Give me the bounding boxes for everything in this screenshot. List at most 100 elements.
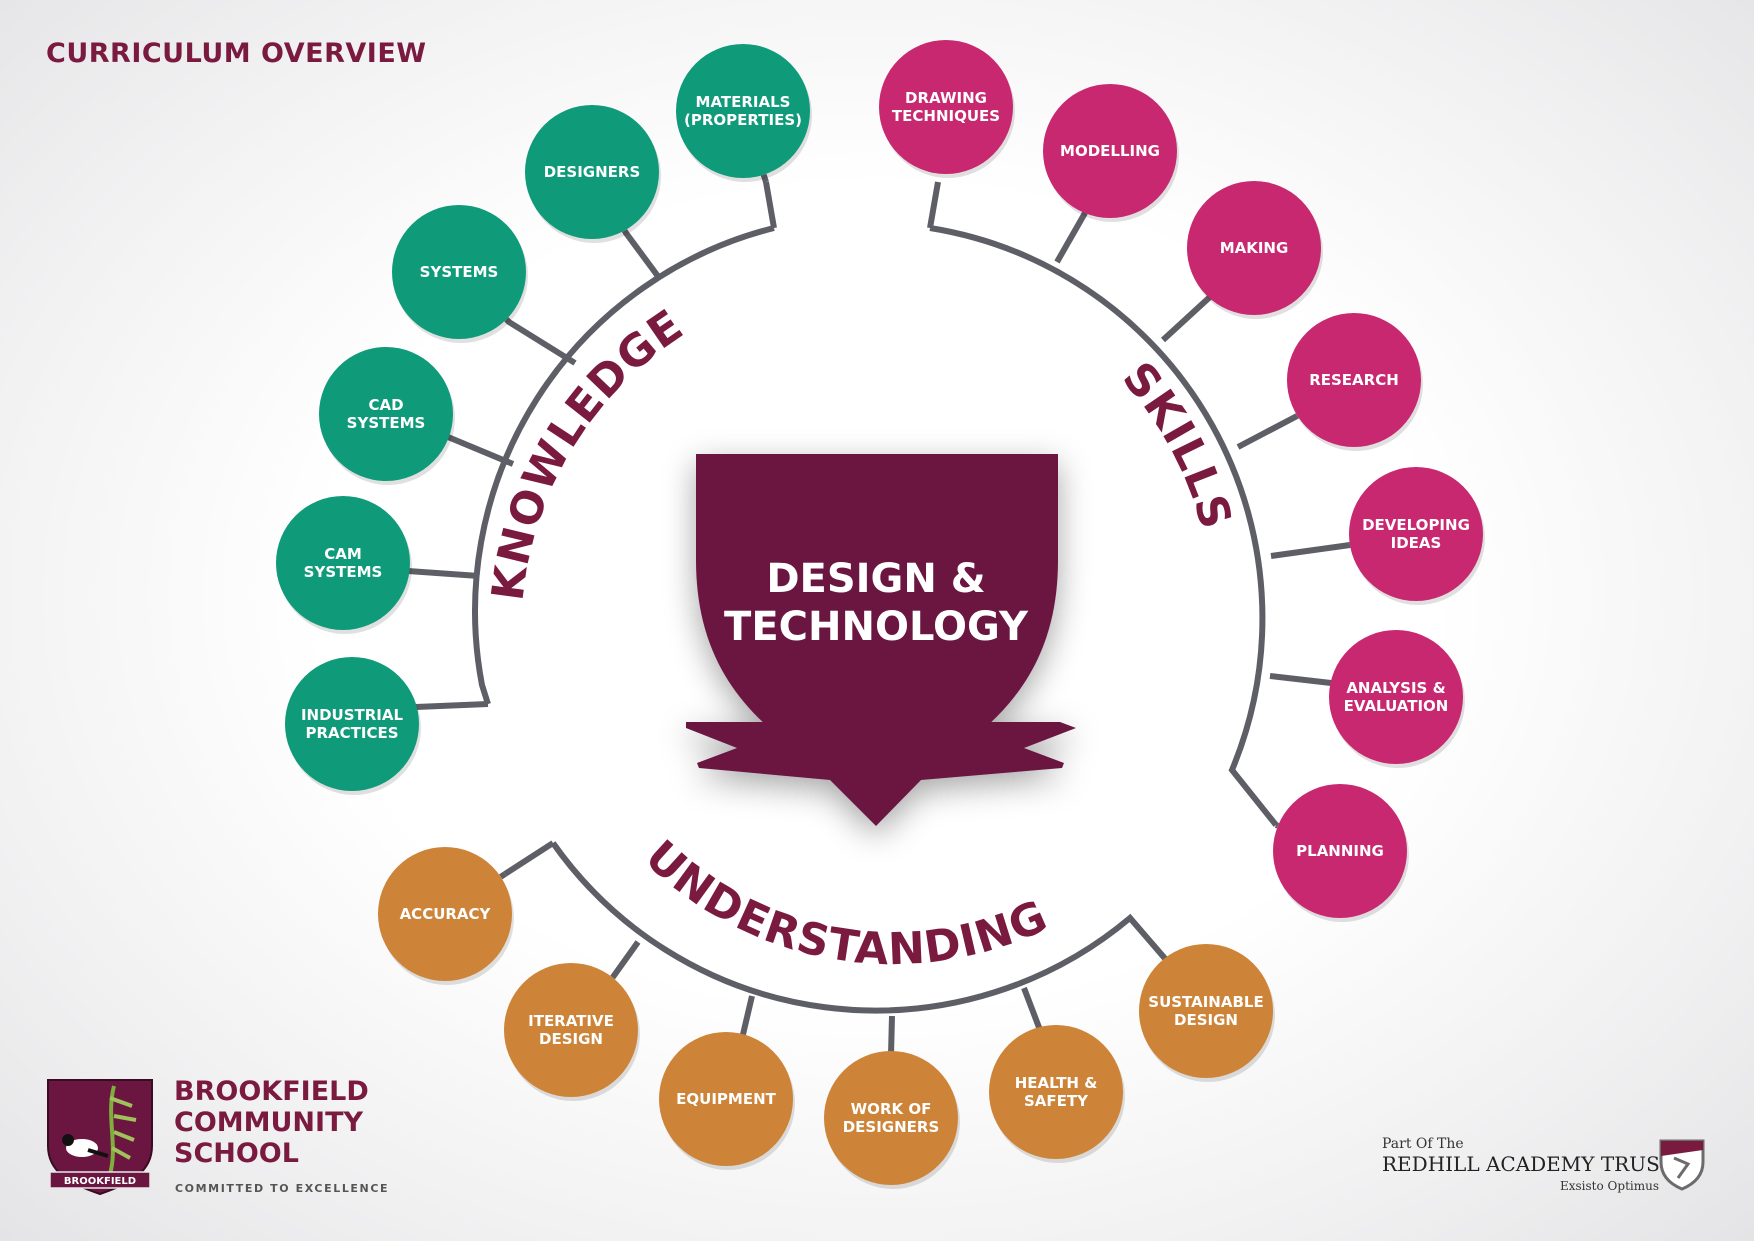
understanding-node-circle (989, 1025, 1123, 1159)
understanding-node-circle (1139, 944, 1273, 1078)
knowledge-node-label: SYSTEMS (420, 263, 499, 281)
school-crest-icon: BROOKFIELD (47, 1079, 153, 1196)
skills-connector (1269, 673, 1332, 686)
skills-connector (1054, 211, 1088, 264)
trust-logo-block: Part Of The REDHILL ACADEMY TRUST Exsist… (1380, 1136, 1710, 1196)
skills-connector (1160, 293, 1214, 343)
topic-nodes: MATERIALS(PROPERTIES)DESIGNERSSYSTEMSCAD… (276, 40, 1485, 1189)
knowledge-node-circle (319, 347, 453, 481)
skills-node-label: PLANNING (1296, 842, 1384, 860)
knowledge-arc (472, 181, 777, 705)
shield-body (696, 454, 1058, 792)
trust-name: REDHILL ACADEMY TRUST (1382, 1152, 1674, 1176)
school-name-line: COMMUNITY (174, 1107, 364, 1138)
knowledge-node-label: CAD (368, 396, 403, 414)
knowledge-node-label: CAM (324, 545, 362, 563)
understanding-node-label: SUSTAINABLE (1148, 993, 1263, 1011)
understanding-connector (499, 871, 507, 880)
crest-label: BROOKFIELD (64, 1176, 136, 1187)
school-name-line: SCHOOL (174, 1138, 299, 1169)
understanding-node-label: SAFETY (1024, 1092, 1089, 1110)
skills-connector (1274, 822, 1280, 829)
knowledge-node-label: DESIGNERS (544, 163, 641, 181)
knowledge-node-circle (525, 105, 659, 239)
trust-shield-icon (1659, 1139, 1705, 1191)
knowledge-node-label: INDUSTRIAL (301, 706, 404, 724)
understanding-node-label: EQUIPMENT (676, 1090, 776, 1108)
center-title-line1: DESIGN & (766, 556, 985, 602)
knowledge-node-label: SYSTEMS (347, 414, 426, 432)
skills-node-label: ANALYSIS & (1346, 679, 1445, 697)
school-motto: COMMITTED TO EXCELLENCE (175, 1182, 390, 1195)
knowledge-node-circle (676, 44, 810, 178)
understanding-node-label: DESIGN (539, 1030, 603, 1048)
knowledge-connector (760, 173, 769, 183)
knowledge-node-label: SYSTEMS (304, 563, 383, 581)
ring-arcs (472, 181, 1279, 1014)
skills-connector (1236, 413, 1299, 450)
understanding-node-label: WORK OF (851, 1100, 932, 1118)
school-name: BROOKFIELD COMMUNITY SCHOOL (174, 1076, 369, 1169)
skills-node-label: RESEARCH (1309, 371, 1399, 389)
trust-motto: Exsisto Optimus (1560, 1179, 1659, 1193)
skills-node: RESEARCH (1287, 313, 1423, 451)
knowledge-connector (415, 701, 489, 710)
understanding-node-label: HEALTH & (1015, 1074, 1098, 1092)
skills-node: ANALYSIS &EVALUATION (1329, 630, 1465, 768)
knowledge-node: DESIGNERS (525, 105, 661, 243)
skills-node-label: MAKING (1220, 239, 1289, 257)
understanding-node-circle (824, 1051, 958, 1185)
school-logo-block: BROOKFIELD BROOKFIELD COMMUNITY SCHOOL C… (44, 1076, 444, 1206)
skills-arc (927, 181, 1279, 827)
knowledge-node-label: MATERIALS (696, 93, 791, 111)
knowledge-connector (621, 229, 663, 281)
skills-node-circle (1043, 84, 1177, 218)
skills-node: MAKING (1187, 181, 1323, 319)
skills-node-circle (1349, 467, 1483, 601)
center-shield (686, 454, 1076, 826)
understanding-node-label: DESIGN (1174, 1011, 1238, 1029)
page-title: CURRICULUM OVERVIEW (46, 38, 427, 69)
understanding-connector (1021, 986, 1043, 1032)
skills-node-circle (1287, 313, 1421, 447)
knowledge-label: KNOWLEDGE (482, 300, 692, 604)
knowledge-connector (446, 434, 515, 467)
skills-node-label: IDEAS (1391, 534, 1442, 552)
skills-node-label: DEVELOPING (1362, 516, 1470, 534)
understanding-connector (610, 940, 641, 980)
understanding-label-path: UNDERSTANDING (635, 831, 1054, 976)
skills-node: PLANNING (1273, 784, 1409, 922)
skills-node-circle (879, 40, 1013, 174)
understanding-label: UNDERSTANDING (635, 831, 1055, 976)
knowledge-node-circle (392, 205, 526, 339)
knowledge-node-label: PRACTICES (305, 724, 398, 742)
skills-node-label: DRAWING (905, 89, 987, 107)
understanding-node-circle (659, 1032, 793, 1166)
skills-node-label: MODELLING (1060, 142, 1160, 160)
skills-connector (1270, 542, 1351, 559)
knowledge-node-circle (285, 657, 419, 791)
understanding-node: ACCURACY (378, 847, 514, 985)
knowledge-node: MATERIALS(PROPERTIES) (676, 44, 812, 182)
knowledge-node-label: (PROPERTIES) (684, 111, 802, 129)
understanding-node-label: ACCURACY (400, 905, 492, 923)
understanding-node-circle (378, 847, 512, 981)
skills-node-circle (1187, 181, 1321, 315)
skills-node: MODELLING (1043, 84, 1179, 222)
skills-node-label: EVALUATION (1344, 697, 1449, 715)
center-title-line2: TECHNOLOGY (724, 604, 1029, 650)
skills-node-circle (1273, 784, 1407, 918)
knowledge-connector (504, 317, 577, 366)
skills-node-circle (1329, 630, 1463, 764)
knowledge-connector (407, 568, 480, 579)
knowledge-label-path: KNOWLEDGE (482, 300, 691, 604)
skills-node-label: TECHNIQUES (892, 107, 1000, 125)
understanding-arc (503, 840, 1171, 1014)
understanding-connector (888, 1015, 895, 1056)
